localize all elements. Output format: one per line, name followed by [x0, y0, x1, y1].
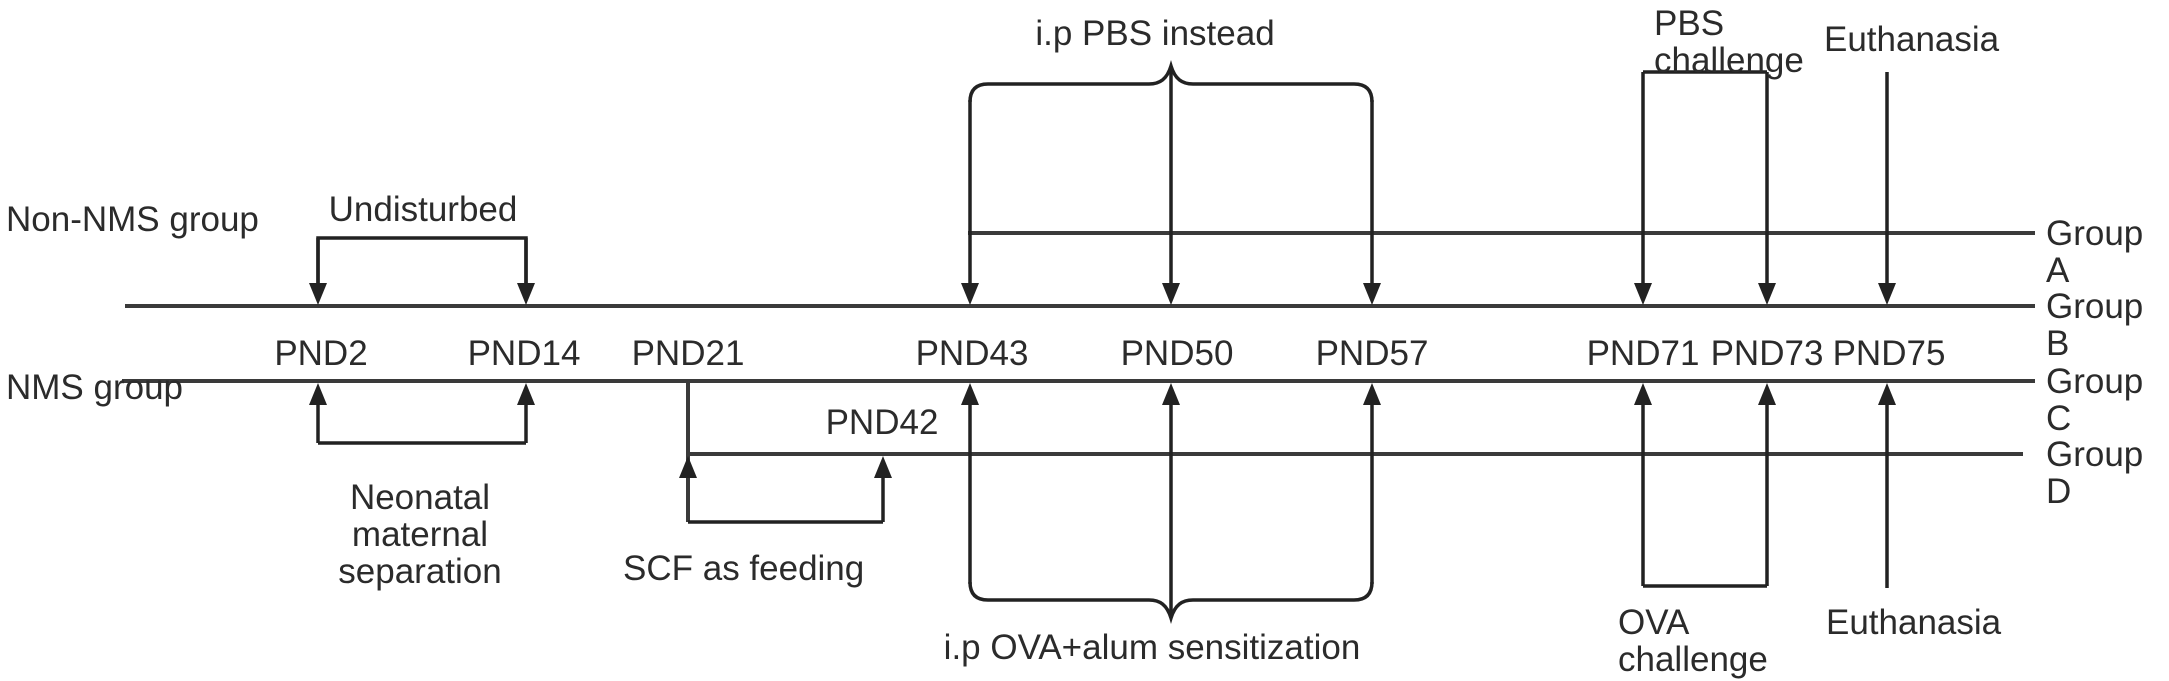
group-d-label: Group D: [2046, 435, 2144, 511]
ova-pnd57-arrowhead: [1363, 383, 1381, 405]
scf-feeding-label: SCF as feeding: [623, 549, 865, 588]
group-a-label: Group A: [2046, 214, 2144, 290]
pbs-challenge-pnd73-arrowhead: [1758, 283, 1776, 305]
tick-pnd57: PND57: [1315, 334, 1429, 373]
nms-arrowhead-left: [309, 383, 327, 405]
group-b-label: Group B: [2046, 287, 2144, 363]
nms-arrowhead-right: [517, 383, 535, 405]
tick-pnd21: PND21: [631, 334, 745, 373]
non-nms-group-label: Non-NMS group: [6, 200, 259, 239]
group-lines: [122, 231, 2035, 522]
pbs-challenge-pnd71-arrowhead: [1634, 283, 1652, 305]
pnd42-label: PND42: [825, 403, 939, 442]
ova-challenge-pnd71-arrowhead: [1634, 383, 1652, 405]
euthanasia-bottom-label: Euthanasia: [1826, 603, 2002, 642]
arrow-heads: [309, 283, 1896, 478]
euthanasia-top-arrowhead: [1878, 283, 1896, 305]
tick-pnd73: PND73: [1710, 334, 1824, 373]
scf-pnd21-arrowhead: [679, 456, 697, 478]
tick-pnd43: PND43: [915, 334, 1029, 373]
ova-challenge-label: OVA challenge: [1618, 603, 1768, 679]
tick-pnd50: PND50: [1120, 334, 1234, 373]
tick-pnd75: PND75: [1832, 334, 1946, 373]
pbs-pnd43-arrowhead: [961, 283, 979, 305]
ova-pnd50-arrowhead: [1162, 383, 1180, 405]
neonatal-separation-label: Neonatal maternal separation: [338, 478, 502, 591]
euthanasia-bottom-arrowhead: [1878, 383, 1896, 405]
undisturbed-arrowhead-right: [517, 283, 535, 305]
arrow-shafts: [316, 70, 1889, 614]
scf-pnd42-arrowhead: [874, 456, 892, 478]
tick-pnd14: PND14: [467, 334, 581, 373]
pbs-pnd50-arrowhead: [1162, 283, 1180, 305]
ova-brace: [968, 581, 1374, 624]
undisturbed-arrowhead-left: [309, 283, 327, 305]
group-c-label: Group C: [2046, 362, 2144, 438]
ova-challenge-pnd73-arrowhead: [1758, 383, 1776, 405]
ip-pbs-label: i.p PBS instead: [1035, 14, 1275, 53]
pbs-pnd57-arrowhead: [1363, 283, 1381, 305]
ova-sensitization-label: i.p OVA+alum sensitization: [943, 628, 1361, 667]
ova-pnd43-arrowhead: [961, 383, 979, 405]
euthanasia-top-label: Euthanasia: [1824, 20, 2000, 59]
nms-group-label: NMS group: [6, 368, 184, 407]
undisturbed-label: Undisturbed: [328, 190, 518, 229]
tick-pnd71: PND71: [1586, 334, 1700, 373]
pbs-challenge-label: PBS challenge: [1654, 4, 1804, 80]
undisturbed-bracket: [316, 236, 528, 283]
tick-pnd2: PND2: [274, 334, 368, 373]
ip-pbs-brace: [968, 60, 1374, 103]
